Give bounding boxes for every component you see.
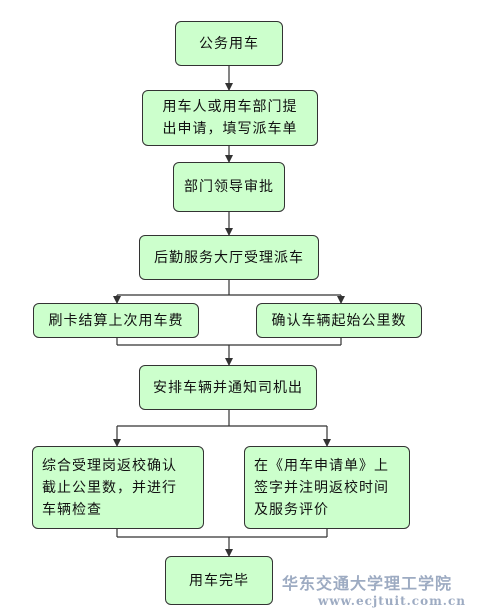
node-start-label: 公务用车 [199, 35, 259, 52]
node-card-label: 刷卡结算上次用车费 [48, 312, 184, 329]
node-return-check-line3: 车辆检查 [42, 501, 102, 518]
node-sign-line2: 签字并注明返校时间 [254, 479, 389, 496]
node-sign-line3: 及服务评价 [254, 501, 329, 518]
node-dispatch-label: 后勤服务大厅受理派车 [154, 249, 304, 266]
watermark-school: 华东交通大学理工学院 [282, 574, 453, 593]
node-start: 公务用车 [175, 21, 283, 66]
node-apply: 用车人或用车部门提 出申请，填写派车单 [142, 90, 318, 146]
node-sign: 在《用车申请单》上 签字并注明返校时间 及服务评价 [244, 446, 410, 529]
watermark-site: www.ecjtuit.com.cn [318, 594, 467, 608]
node-end: 用车完毕 [165, 556, 273, 605]
watermark: 华东交通大学理工学院 www.ecjtuit.com.cn [282, 570, 480, 612]
node-arrange: 安排车辆并通知司机出 [139, 365, 317, 410]
node-return-check-line2: 截止公里数，并进行 [42, 479, 177, 496]
node-arrange-label: 安排车辆并通知司机出 [153, 379, 303, 396]
node-sign-line1: 在《用车申请单》上 [254, 457, 389, 474]
node-approve: 部门领导审批 [173, 162, 285, 212]
node-apply-line1: 用车人或用车部门提 [162, 99, 298, 115]
node-approve-label: 部门领导审批 [184, 179, 274, 195]
node-card: 刷卡结算上次用车费 [33, 303, 199, 338]
node-end-label: 用车完毕 [189, 572, 249, 589]
node-apply-line2: 出申请，填写派车单 [162, 121, 298, 137]
node-confirm-label: 确认车辆起始公里数 [271, 312, 407, 329]
node-confirm: 确认车辆起始公里数 [256, 303, 422, 338]
node-return-check: 综合受理岗返校确认 截止公里数，并进行 车辆检查 [32, 446, 204, 529]
node-dispatch: 后勤服务大厅受理派车 [139, 235, 319, 280]
node-return-check-line1: 综合受理岗返校确认 [42, 457, 177, 474]
